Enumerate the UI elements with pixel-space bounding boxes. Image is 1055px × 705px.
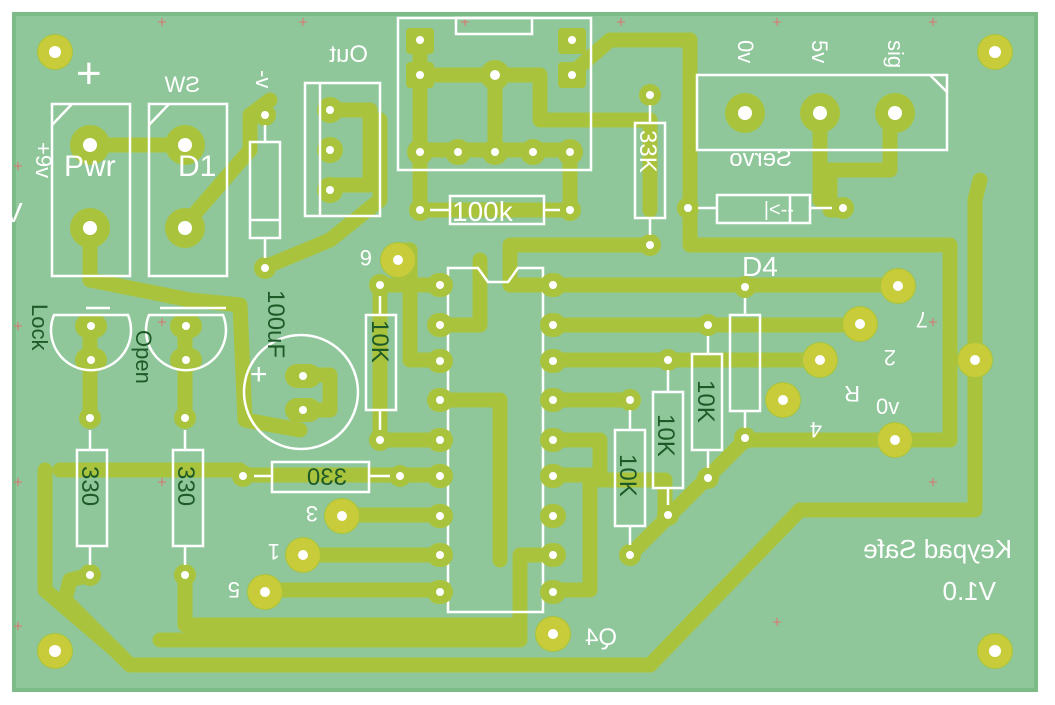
board-title: Keypad Safe: [863, 534, 1012, 564]
keypad-label-1: 1: [268, 539, 280, 564]
keypad-label-4: 4: [810, 417, 822, 442]
labels: Pwr D1 + +9v SW -v Out 100k 33K Servo 0v…: [4, 40, 1012, 651]
label-servo-sig: sig: [883, 40, 908, 68]
label-d1: D1: [178, 150, 216, 183]
label-v-minus: -v: [251, 70, 276, 88]
label-plus: +: [76, 49, 102, 98]
label-d4: D4: [742, 251, 778, 282]
label-cap-100uf: 100uF: [262, 290, 289, 358]
label-lock: Lock: [27, 304, 52, 351]
label-cap-plus: +: [250, 358, 268, 391]
label-out: Out: [329, 41, 368, 68]
keypad-label-r: R: [844, 381, 860, 406]
keypad-label-0v: 0v: [876, 394, 899, 419]
label-330-b: 330: [172, 466, 199, 506]
label-servo: Servo: [729, 145, 792, 172]
label-servo-0v: 0v: [733, 40, 758, 63]
drill-holes: [49, 36, 1001, 657]
silkscreen: [49, 16, 949, 565]
board-version: V1.0: [943, 576, 997, 606]
label-330-c: 330: [307, 464, 347, 491]
label-pwr: Pwr: [64, 150, 116, 183]
label-10k-a: 10K: [366, 320, 393, 363]
keypad-label-6: 6: [360, 245, 372, 270]
ic-outline: [446, 266, 545, 614]
label-servo-5v: 5v: [807, 40, 832, 63]
keypad-label-3: 3: [306, 501, 318, 526]
label-330-a: 330: [76, 466, 103, 506]
label-33k: 33K: [634, 130, 661, 173]
keypad-label-5: 5: [228, 577, 240, 602]
label-diode-mark: -->|: [764, 199, 794, 221]
label-10k-c: 10K: [652, 414, 679, 457]
label-10k-b: 10K: [614, 454, 641, 497]
label-100k: 100k: [452, 196, 514, 227]
keypad-label-2: 2: [884, 345, 896, 370]
label-v-left: V: [4, 197, 23, 228]
label-v-plus-in: +9v: [31, 142, 56, 178]
label-q4: Q4: [585, 624, 617, 651]
label-10k-d: 10K: [692, 380, 719, 423]
label-sw: SW: [164, 72, 200, 97]
keypad-label-7: 7: [916, 307, 928, 332]
label-open: Open: [131, 330, 156, 384]
